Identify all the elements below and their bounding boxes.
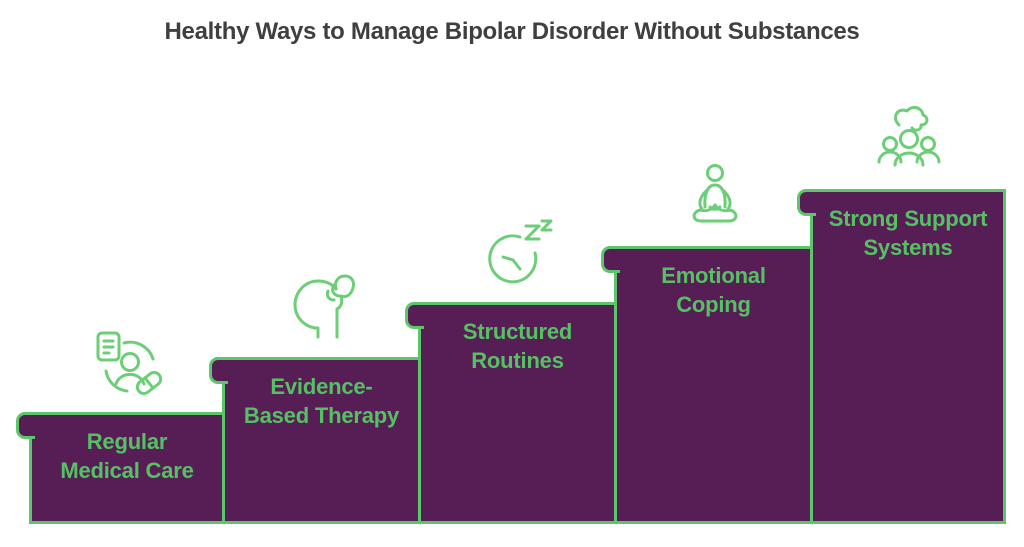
step-label-line: Strong Support — [828, 206, 988, 231]
step-label: Structured Routines — [421, 317, 614, 375]
step-label-line: Emotional — [661, 263, 766, 288]
step-bar-regular-medical-care: Regular Medical Care — [16, 412, 225, 524]
page-title: Healthy Ways to Manage Bipolar Disorder … — [164, 18, 860, 45]
step-label: Strong Support Systems — [813, 204, 1003, 262]
support-group-icon — [871, 103, 947, 179]
step-label-line: Evidence- — [270, 374, 373, 399]
step-label-line: Coping — [676, 292, 751, 317]
step-label-line: Systems — [863, 235, 953, 260]
medical-care-icon — [89, 326, 165, 402]
step-label: Evidence- Based Therapy — [225, 372, 418, 430]
step-label-line: Regular — [86, 429, 168, 454]
step-bar-structured-routines: Structured Routines — [405, 302, 617, 524]
step-bar-strong-support-systems: Strong Support Systems — [797, 189, 1006, 524]
step-label: Regular Medical Care — [32, 427, 222, 485]
step-bar-evidence-based-therapy: Evidence- Based Therapy — [209, 357, 421, 524]
step-bar-emotional-coping: Emotional Coping — [601, 246, 813, 524]
step-label: Emotional Coping — [617, 261, 810, 319]
meditation-icon — [677, 160, 753, 236]
head-hand-therapy-icon — [285, 271, 361, 347]
sleep-clock-icon — [481, 216, 557, 292]
step-label-line: Medical Care — [60, 458, 194, 483]
step-label-line: Routines — [471, 348, 564, 373]
step-label-line: Based Therapy — [243, 403, 400, 428]
step-label-line: Structured — [462, 319, 573, 344]
